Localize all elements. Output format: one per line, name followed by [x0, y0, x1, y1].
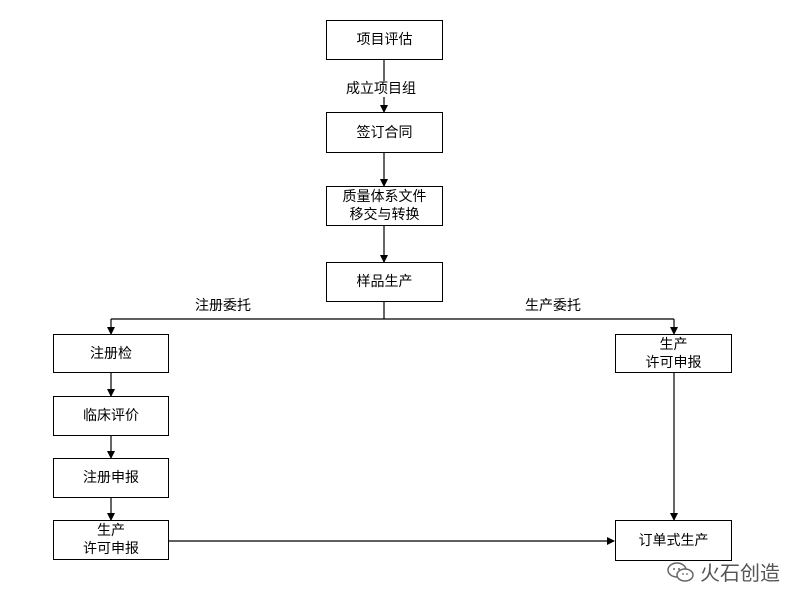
node-label: 签订合同: [356, 124, 413, 141]
node-registration-apply: 注册申报: [53, 458, 169, 498]
node-label: 临床评价: [83, 408, 139, 424]
node-production-license-left: 生产 许可申报: [53, 520, 169, 560]
node-label-line1: 生产: [97, 523, 125, 539]
edge-label-establish-team: 成立项目组: [344, 81, 418, 97]
node-order-production: 订单式生产: [615, 520, 732, 561]
node-label-line2: 移交与转换: [349, 207, 420, 223]
node-label-line1: 质量体系文件: [342, 189, 427, 205]
node-label-line2: 许可申报: [645, 354, 702, 371]
watermark: 火石创造: [666, 557, 780, 586]
edge-label-production-commission: 生产委托: [523, 298, 583, 314]
node-quality-transfer: 质量体系文件 移交与转换: [326, 186, 443, 226]
node-production-license-right: 生产 许可申报: [615, 334, 732, 373]
node-label: 订单式生产: [638, 532, 709, 549]
node-label-line1: 生产: [659, 336, 688, 353]
node-sign-contract: 签订合同: [326, 112, 443, 153]
wechat-icon: [667, 561, 694, 582]
node-registration-test: 注册检: [53, 334, 169, 373]
node-label-line2: 许可申报: [83, 541, 139, 557]
node-clinical-eval: 临床评价: [53, 396, 169, 436]
edge-label-registration-commission: 注册委托: [193, 298, 253, 314]
node-label: 注册申报: [83, 470, 139, 486]
node-project-eval: 项目评估: [326, 20, 443, 60]
node-label: 样品生产: [356, 274, 413, 290]
watermark-text: 火石创造: [700, 561, 780, 585]
node-label: 项目评估: [356, 32, 413, 48]
node-label: 注册检: [90, 345, 132, 362]
node-sample-production: 样品生产: [326, 262, 443, 302]
